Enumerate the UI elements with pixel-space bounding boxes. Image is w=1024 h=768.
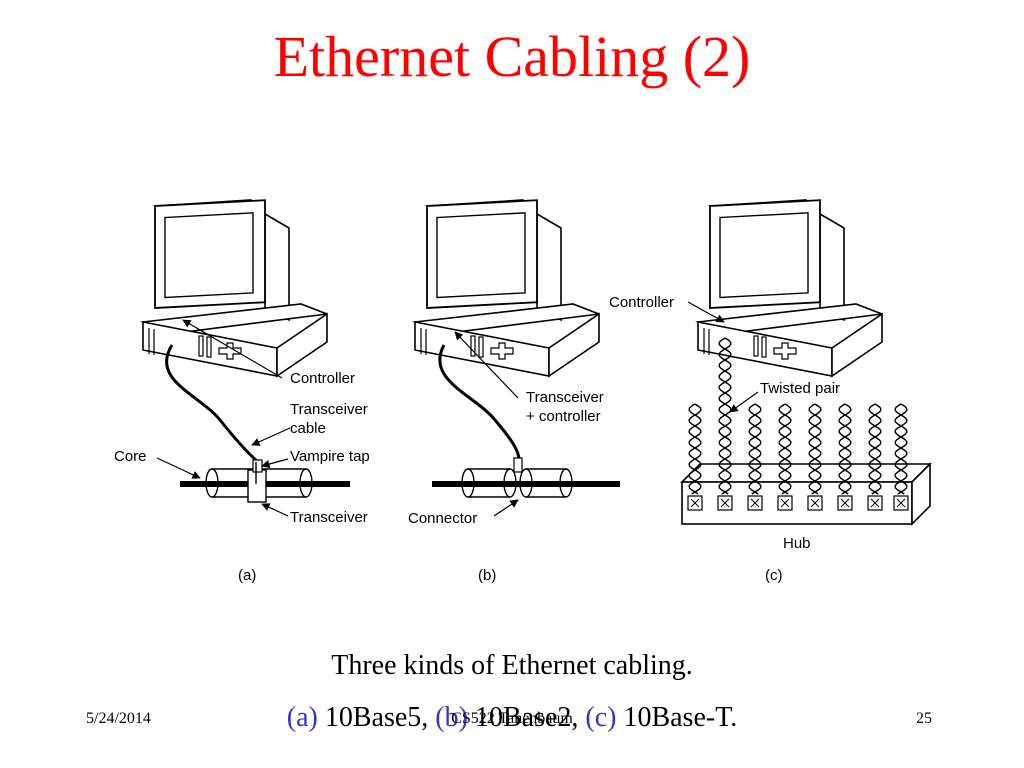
twisted-pair-strand: [838, 403, 852, 495]
label-controller-a: Controller: [290, 370, 355, 387]
hub-port-mark: [750, 498, 760, 508]
label-hub: Hub: [783, 535, 811, 552]
label-twisted-pair: Twisted pair: [760, 380, 840, 397]
twisted-pair-strand: [868, 403, 882, 495]
twisted-pair-strand: [778, 403, 792, 495]
label-transceiver: Transceiver: [290, 509, 368, 526]
footer-page-number: 25: [916, 710, 932, 727]
hub-port-mark: [896, 498, 906, 508]
caption-b-marker: (b): [435, 702, 468, 733]
label-transceiver-controller-1: Transceiver: [526, 389, 604, 406]
twisted-pair-strand: [894, 403, 908, 495]
caption-a-marker: (a): [286, 702, 318, 733]
hub-port-mark: [720, 498, 730, 508]
label-transceiver-cable-1: Transceiver: [290, 401, 368, 418]
caption-b-text: 10Base2,: [474, 702, 579, 733]
panel-label-b: (b): [478, 567, 496, 584]
panel-label-a: (a): [238, 567, 256, 584]
twisted-pair-strand: [808, 403, 822, 495]
label-transceiver-controller-2: + controller: [526, 408, 601, 425]
caption-line-2: (a) 10Base5, (b) 10Base2, (c) 10Base-T.: [0, 702, 1024, 734]
caption-c-text: 10Base-T.: [623, 702, 738, 733]
twisted-pair-strand: [718, 337, 732, 495]
hub-port-mark: [810, 498, 820, 508]
twisted-pair-strand: [718, 337, 732, 495]
footer-course: CS522 Tanenbaum: [451, 710, 573, 727]
twisted-pair-cables: [688, 337, 908, 495]
twisted-pair-strand: [748, 403, 762, 495]
hub-ports: [687, 495, 909, 511]
caption-line-1: Three kinds of Ethernet cabling.: [331, 650, 693, 681]
twisted-pair-strand: [894, 403, 908, 495]
caption-c-marker: (c): [585, 702, 617, 733]
panel-c: Controller Twisted pair Hub (c): [609, 199, 932, 584]
panel-label-c: (c): [765, 567, 783, 584]
hub-port-mark: [870, 498, 880, 508]
twisted-pair-strand: [778, 403, 792, 495]
panel-b: Transceiver + controller Connector (b): [408, 199, 620, 584]
twisted-pair-strand: [688, 403, 702, 495]
slide-title: Ethernet Cabling (2): [273, 24, 751, 89]
label-controller-c: Controller: [609, 294, 674, 311]
footer-date: 5/24/2014: [86, 710, 151, 727]
label-transceiver-cable-2: cable: [290, 420, 326, 437]
label-core: Core: [114, 448, 147, 465]
twisted-pair-strand: [868, 403, 882, 495]
twisted-pair-strand: [808, 403, 822, 495]
panel-a: Controller Transceiver cable Core Vampir…: [114, 199, 370, 584]
label-connector: Connector: [408, 510, 477, 527]
hub-port-mark: [840, 498, 850, 508]
hub-port-mark: [690, 498, 700, 508]
caption-a-text: 10Base5,: [324, 702, 429, 733]
twisted-pair-strand: [748, 403, 762, 495]
twisted-pair-strand: [838, 403, 852, 495]
label-vampire-tap: Vampire tap: [290, 448, 370, 465]
hub-port-mark: [780, 498, 790, 508]
twisted-pair-strand: [688, 403, 702, 495]
